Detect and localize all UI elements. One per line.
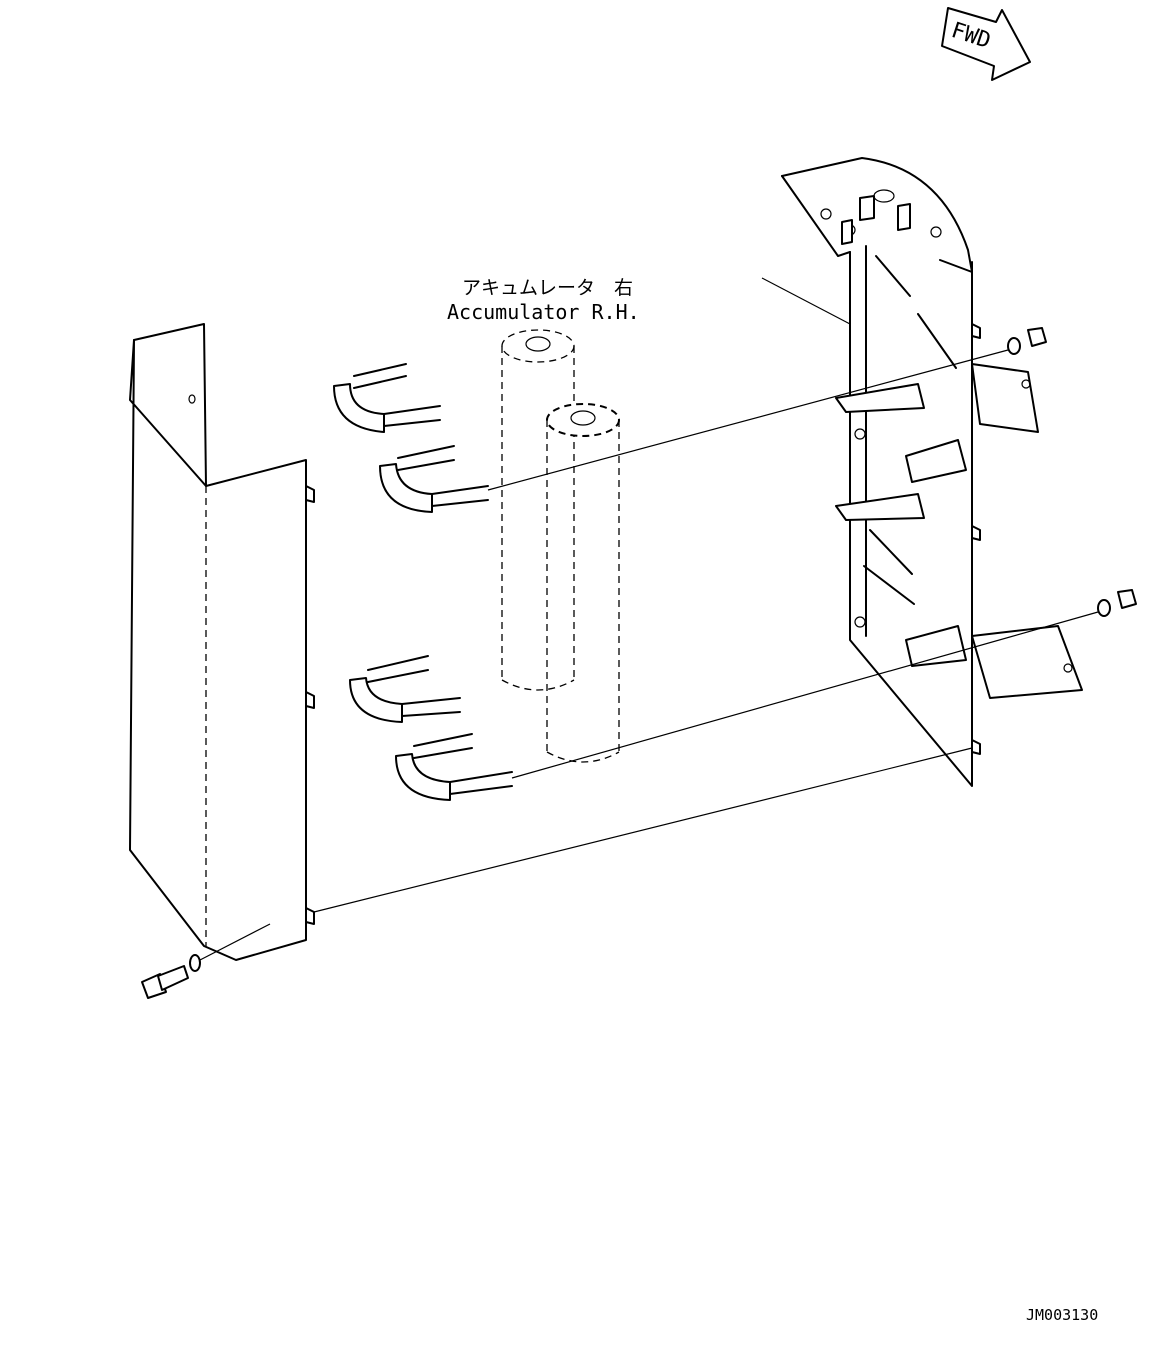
cover-panel bbox=[129, 323, 315, 961]
accumulator-rear bbox=[501, 329, 575, 691]
accumulator-label-jp: アキュムレータ 右 bbox=[462, 277, 633, 299]
accumulator-label-en: Accumulator R.H. bbox=[447, 300, 640, 324]
assembly-lines bbox=[199, 349, 1099, 961]
leader-line bbox=[761, 277, 851, 325]
accumulator-label: アキュムレータ 右 Accumulator R.H. bbox=[447, 277, 640, 324]
clamp-lower-rear bbox=[349, 655, 461, 723]
fwd-arrow: FWD bbox=[941, 7, 1031, 81]
bolt bbox=[141, 954, 201, 999]
washer-nut-lower bbox=[1097, 589, 1137, 617]
fwd-label: FWD bbox=[948, 18, 994, 54]
clamp-upper-rear bbox=[333, 363, 441, 433]
clamp-upper-front bbox=[379, 445, 489, 513]
drawing-number: JM003130 bbox=[1026, 1306, 1098, 1324]
clamp-lower-front bbox=[395, 733, 513, 801]
washer-nut-upper bbox=[1007, 327, 1047, 355]
accumulator-front bbox=[546, 403, 620, 763]
mounting-bracket bbox=[781, 157, 1083, 787]
